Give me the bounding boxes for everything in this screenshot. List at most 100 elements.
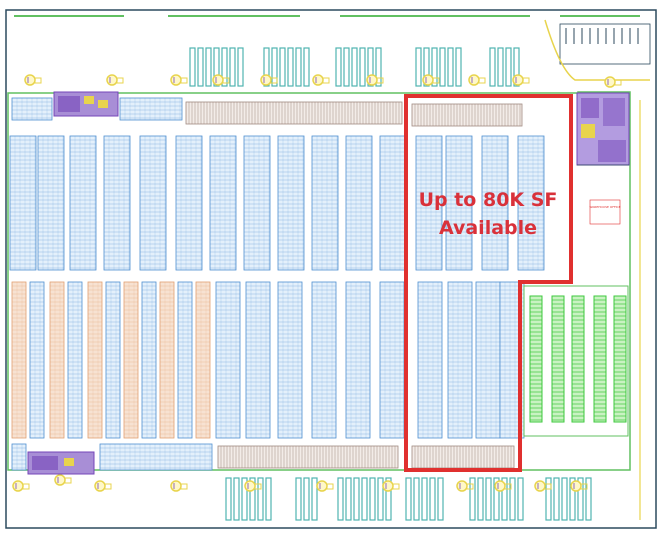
available-area-outline <box>404 94 573 472</box>
dock-leveler-icon <box>570 480 588 492</box>
trailer-slot <box>351 47 358 87</box>
rack-block <box>345 281 371 439</box>
trailer-slot <box>189 47 196 87</box>
trailer-slot <box>413 477 420 521</box>
dock-band <box>217 445 399 469</box>
trailer-slot <box>501 477 508 521</box>
trailer-slot <box>493 477 500 521</box>
green-area-frame <box>523 285 629 437</box>
rack-block <box>69 135 97 271</box>
rack-block <box>379 281 405 439</box>
office-top-left <box>53 91 119 117</box>
green-rack-area <box>523 285 629 437</box>
rack-block <box>245 281 271 439</box>
rack-block <box>37 135 65 271</box>
rack-block <box>417 281 443 439</box>
trailer-slot <box>577 477 584 521</box>
rack-block <box>345 135 373 271</box>
trailer-slot <box>257 477 264 521</box>
available-callout: Up to 80K SF Available <box>408 186 568 242</box>
rack-block <box>9 135 37 271</box>
trailer-slot <box>197 47 204 87</box>
rack-block <box>379 135 407 271</box>
trailer-slot <box>205 47 212 87</box>
trailer-slot <box>569 477 576 521</box>
parking-lot <box>544 19 651 520</box>
rack-block <box>11 281 27 439</box>
dock-leveler-icon <box>24 74 42 86</box>
trailer-slot <box>287 47 294 87</box>
available-sf-label: Up to 80K SF <box>418 189 558 211</box>
rack-block <box>209 135 237 271</box>
green-rack-block <box>613 295 627 423</box>
trailer-slot <box>553 477 560 521</box>
rack-block <box>119 97 183 121</box>
green-rack-block <box>571 295 585 423</box>
rack-block <box>141 281 157 439</box>
dock-leveler-icons <box>12 74 622 492</box>
trailer-slot <box>477 477 484 521</box>
trailer-slot <box>263 47 270 87</box>
green-rack-block <box>593 295 607 423</box>
trailer-slot <box>335 47 342 87</box>
rack-block <box>445 135 473 271</box>
rack-block <box>49 281 65 439</box>
trailer-slot <box>437 477 444 521</box>
trailer-slot <box>353 477 360 521</box>
trailer-slot <box>415 47 422 87</box>
rack-block <box>481 135 509 271</box>
dock-doors <box>185 101 523 469</box>
dock-leveler-icon <box>512 74 530 86</box>
rack-block <box>11 97 53 121</box>
rack-block <box>475 281 501 439</box>
trailer-slot <box>237 47 244 87</box>
trailer-slot <box>361 477 368 521</box>
trailer-slot <box>585 477 592 521</box>
dock-leveler-icon <box>170 74 188 86</box>
trailer-slot <box>221 47 228 87</box>
rack-block <box>177 281 193 439</box>
dock-leveler-icon <box>534 480 552 492</box>
warehouse-office-box: WAREHOUSE OFFICE <box>589 199 621 225</box>
trailer-slot <box>311 477 318 521</box>
trailer-slot <box>367 47 374 87</box>
green-rack-block <box>529 295 543 423</box>
dock-leveler-icon <box>456 480 474 492</box>
dock-band <box>411 445 515 469</box>
dock-leveler-icon <box>12 480 30 492</box>
rack-block <box>517 135 545 271</box>
trailer-slot <box>359 47 366 87</box>
trailer-slot <box>345 477 352 521</box>
trailer-slot <box>265 477 272 521</box>
trailer-slot <box>545 477 552 521</box>
dock-leveler-icon <box>382 480 400 492</box>
rack-block <box>67 281 83 439</box>
trailer-slot <box>303 47 310 87</box>
trailer-slot <box>561 477 568 521</box>
trailer-slot <box>213 47 220 87</box>
trailer-slot <box>431 47 438 87</box>
rack-block <box>277 281 303 439</box>
dock-leveler-icon <box>170 480 188 492</box>
dock-leveler-icon <box>422 74 440 86</box>
rack-block <box>415 135 443 271</box>
trailer-slot <box>423 47 430 87</box>
rack-block <box>11 443 27 471</box>
office-bottom-left <box>27 451 95 475</box>
trailer-slot <box>439 47 446 87</box>
dock-leveler-icon <box>94 480 112 492</box>
trailer-slot <box>429 477 436 521</box>
rack-block <box>159 281 175 439</box>
trailer-slot <box>375 47 382 87</box>
rack-block <box>311 135 339 271</box>
trailer-slot <box>233 477 240 521</box>
trailer-slot <box>509 477 516 521</box>
rack-block <box>139 135 167 271</box>
warehouse-office-label: WAREHOUSE OFFICE <box>589 205 620 209</box>
rack-block <box>447 281 473 439</box>
trailer-slot <box>377 477 384 521</box>
trailer-slot <box>303 477 310 521</box>
rack-block <box>87 281 103 439</box>
trailer-slot <box>229 47 236 87</box>
